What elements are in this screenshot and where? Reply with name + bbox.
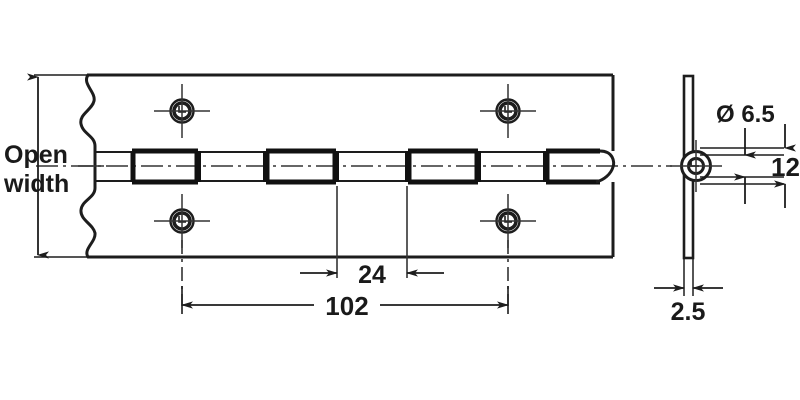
material-thickness-value: 2.5	[671, 298, 706, 326]
hole-bottom-left	[154, 194, 210, 248]
side-section-view: Ø 6.5 12 2.5	[654, 74, 800, 326]
front-elevation-view	[36, 73, 672, 306]
open-width-dimension: Open width	[3, 73, 104, 259]
open-width-label-line1: Open	[4, 141, 68, 169]
barrel-height-value: 12	[771, 152, 800, 182]
hole-extension-lines	[181, 186, 509, 306]
hole-top-left	[154, 84, 210, 138]
hole-top-right	[480, 84, 536, 138]
hole-spacing-value: 102	[325, 291, 368, 321]
break-line-left	[79, 73, 97, 259]
knuckle-width-value: 24	[358, 261, 386, 289]
barrel-centerlines	[670, 140, 722, 192]
open-width-label-line2: width	[3, 170, 69, 198]
knuckle-band	[95, 148, 616, 185]
knuckle-divider	[197, 151, 547, 182]
material-thickness-dimension: 2.5	[654, 258, 723, 326]
knuckle-width-dimension: 24	[300, 261, 444, 289]
screw-hole-group	[154, 84, 536, 248]
hole-spacing-dimension: 102	[181, 286, 509, 321]
hole-bottom-right	[480, 194, 536, 248]
hinge-upper-leaf-outline	[88, 73, 615, 151]
hole-diameter-value: Ø 6.5	[716, 101, 775, 128]
hinge-lower-leaf-outline	[88, 182, 615, 259]
barrel-height-dimension: 12	[771, 124, 800, 208]
hole-diameter-dimension: Ø 6.5	[716, 101, 775, 204]
knuckle-rounded-end	[595, 149, 616, 184]
